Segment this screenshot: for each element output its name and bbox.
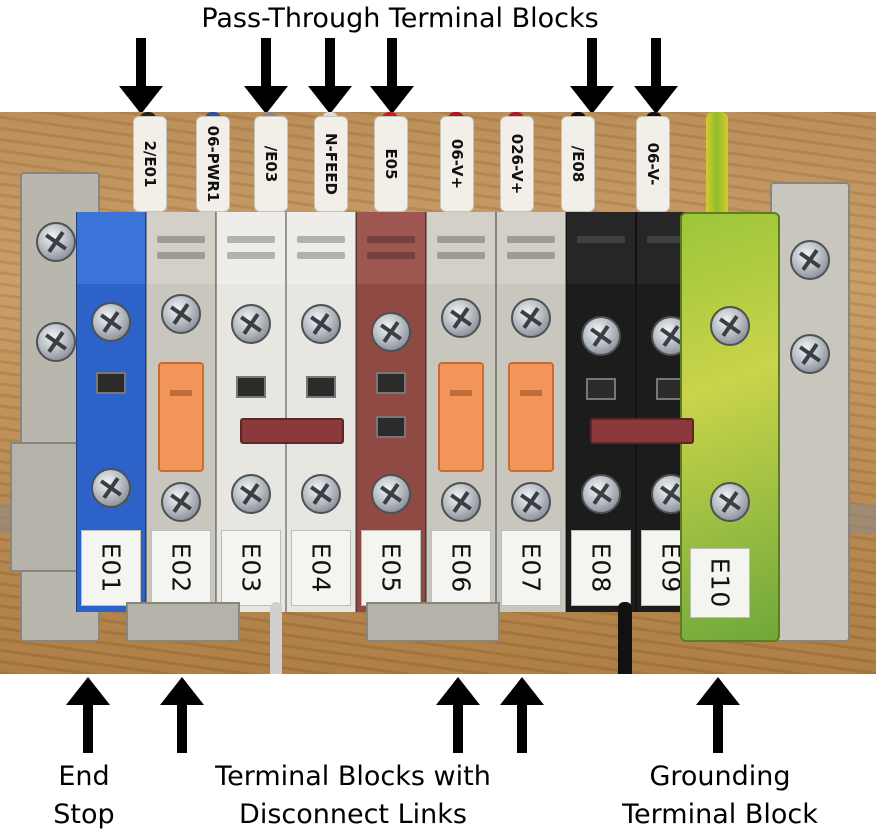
hole-e03 <box>236 376 266 398</box>
screw-e04-top <box>301 304 341 344</box>
bridge-jumper-e08-e09 <box>590 418 694 444</box>
grounding-caption: Grounding Terminal Block <box>590 758 850 834</box>
terminal-block-e07: E07 <box>496 212 566 612</box>
wire-tag-e06: 06-V+ <box>440 116 474 212</box>
block-e07-top <box>497 212 565 284</box>
block-e08-top <box>567 212 635 284</box>
label-e05: E05 <box>361 530 421 606</box>
block-e02-top <box>147 212 215 284</box>
arrow-disconnect-e06 <box>436 677 480 753</box>
screw-e03-bottom <box>231 474 271 514</box>
screw-e01-top <box>91 302 131 342</box>
terminal-block-e06: E06 <box>426 212 496 612</box>
grounding-line1: Grounding <box>649 761 791 792</box>
block-e04-top <box>287 212 355 284</box>
block-foot-middle <box>366 602 500 642</box>
terminal-block-e03: E03 <box>216 212 286 612</box>
disconnect-line2: Disconnect Links <box>239 799 467 830</box>
arrow-e04 <box>308 38 352 114</box>
hole-e05-lower <box>376 416 406 438</box>
terminal-block-e04: E04 <box>286 212 356 612</box>
block-foot-left <box>126 602 240 642</box>
end-stop-line2: Stop <box>53 799 115 830</box>
terminal-block-e08: E08 <box>566 212 636 612</box>
screw-e08-top <box>581 316 621 356</box>
block-e03-top <box>217 212 285 284</box>
hole-e08 <box>586 378 616 400</box>
arrow-e08 <box>570 38 614 114</box>
bridge-jumper-e03-e04 <box>240 418 344 444</box>
wire-tag-e05: E05 <box>374 116 408 212</box>
screw-e05-top <box>371 312 411 352</box>
hole-e01 <box>96 372 126 394</box>
wire-tag-e02: 06-PWR1 <box>196 116 230 212</box>
end-stop-line1: End <box>58 761 110 792</box>
wire-tag-e07: 026-V+ <box>500 116 534 212</box>
arrow-e09 <box>634 38 678 114</box>
disconnect-caption: Terminal Blocks with Disconnect Links <box>168 758 538 834</box>
label-e10: E10 <box>690 548 750 618</box>
label-e07: E07 <box>501 530 561 606</box>
wire-ground <box>706 112 728 222</box>
pass-through-caption: Pass-Through Terminal Blocks <box>201 3 599 34</box>
end-stop-right-screw-top <box>790 240 830 280</box>
screw-e05-bottom <box>371 474 411 514</box>
arrow-grounding <box>696 677 740 753</box>
screw-e06-top <box>441 298 481 338</box>
hole-e05 <box>376 372 406 394</box>
screw-e10-top <box>710 306 750 346</box>
arrow-e03 <box>244 38 288 114</box>
block-e06-top <box>427 212 495 284</box>
screw-e07-top <box>511 298 551 338</box>
block-e01-top <box>77 212 145 284</box>
arrow-e05 <box>370 38 414 114</box>
grounding-line2: Terminal Block <box>622 799 818 830</box>
disconnect-link-e06 <box>438 362 484 472</box>
screw-e03-top <box>231 304 271 344</box>
screw-e08-bottom <box>581 474 621 514</box>
screw-e04-bottom <box>301 474 341 514</box>
wire-tag-e03: /E03 <box>254 116 288 212</box>
label-e01: E01 <box>81 530 141 606</box>
end-stop-screw-top <box>36 222 76 262</box>
screw-e01-bottom <box>91 468 131 508</box>
end-stop-right-screw-bottom <box>790 334 830 374</box>
arrow-e01 <box>119 38 163 114</box>
disconnect-line1: Terminal Blocks with <box>215 761 491 792</box>
screw-e02-top <box>161 294 201 334</box>
end-stop-caption: End Stop <box>34 758 134 834</box>
hole-e04 <box>306 376 336 398</box>
terminal-block-photo: 2/E01 06-PWR1 /E03 N-FEED E05 06-V+ 026-… <box>0 112 876 674</box>
label-e02: E02 <box>151 530 211 606</box>
label-e06: E06 <box>431 530 491 606</box>
arrow-disconnect-e07 <box>500 677 544 753</box>
label-e04: E04 <box>291 530 351 606</box>
end-stop-screw-bottom <box>36 322 76 362</box>
arrow-disconnect-e02 <box>160 677 204 753</box>
terminal-block-e05: E05 <box>356 212 426 612</box>
screw-e06-bottom <box>441 482 481 522</box>
wire-tag-e04: N-FEED <box>314 116 348 212</box>
terminal-block-e02: E02 <box>146 212 216 612</box>
screw-e02-bottom <box>161 482 201 522</box>
top-caption: Pass-Through Terminal Blocks <box>0 0 800 38</box>
arrow-end-stop <box>66 677 110 753</box>
terminal-block-e01: E01 <box>76 212 146 612</box>
disconnect-link-e07 <box>508 362 554 472</box>
block-e05-top <box>357 212 425 284</box>
label-e03: E03 <box>221 530 281 606</box>
screw-e07-bottom <box>511 482 551 522</box>
cable-grey-bottom <box>270 602 282 674</box>
disconnect-link-e02 <box>158 362 204 472</box>
wire-tag-e01: 2/E01 <box>133 116 167 212</box>
screw-e10-bottom <box>710 482 750 522</box>
cable-black-bottom <box>618 602 632 674</box>
grounding-terminal-block: E10 <box>680 212 780 642</box>
label-e08: E08 <box>571 530 631 606</box>
wire-tag-e08: /E08 <box>561 116 595 212</box>
wire-tag-e09: 06-V- <box>636 116 670 212</box>
